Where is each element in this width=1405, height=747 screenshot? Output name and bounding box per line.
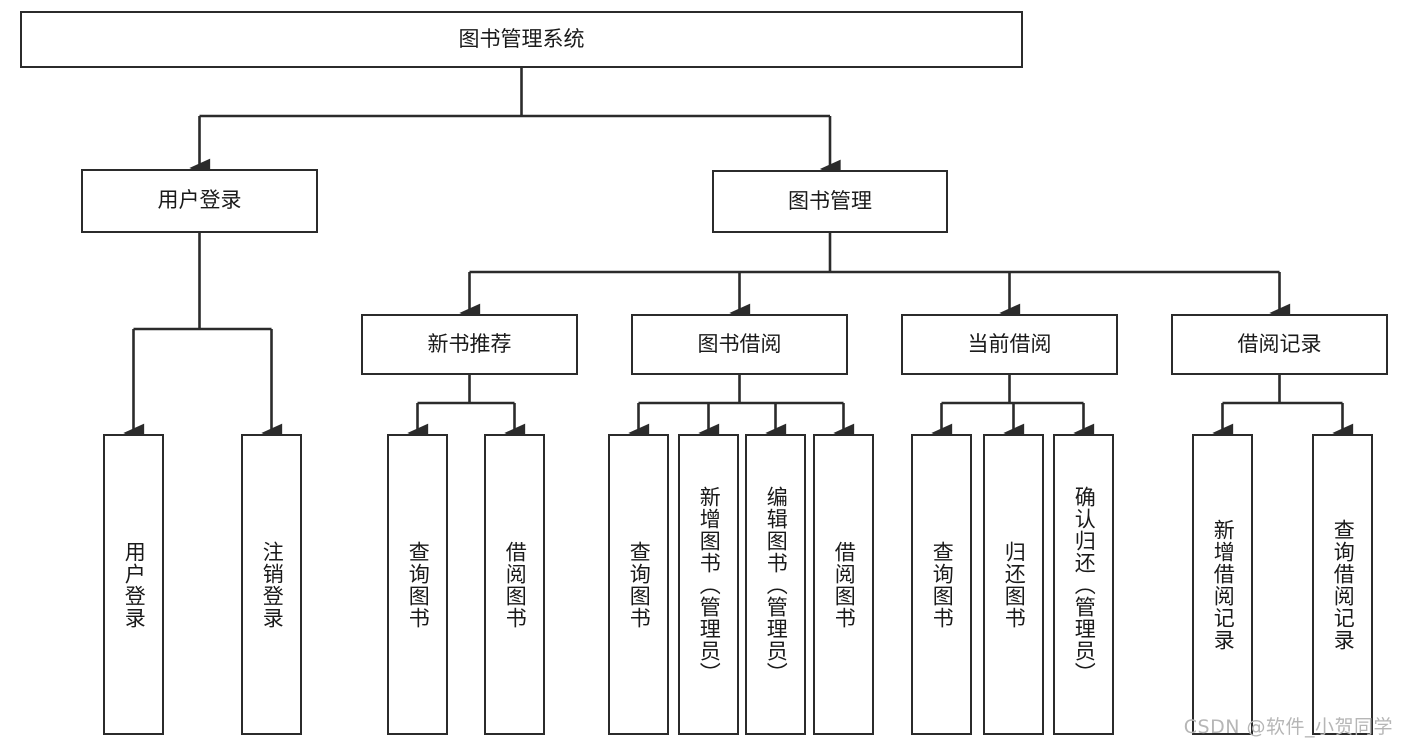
leaf-confirm-return[interactable]: 确认归还（管理员）: [1053, 434, 1114, 735]
leaf-return-book[interactable]: 归还图书: [983, 434, 1044, 735]
leaf-query-borrow-record[interactable]: 查询借阅记录: [1312, 434, 1373, 735]
leaf-query-book-2[interactable]: 查询图书: [608, 434, 669, 735]
leaf-user-login[interactable]: 用户登录: [103, 434, 164, 735]
node-user-login[interactable]: 用户登录: [81, 169, 318, 233]
node-root[interactable]: 图书管理系统: [20, 11, 1023, 68]
node-new-book-recommend[interactable]: 新书推荐: [361, 314, 578, 375]
leaf-edit-book[interactable]: 编辑图书（管理员）: [745, 434, 806, 735]
leaf-add-borrow-record[interactable]: 新增借阅记录: [1192, 434, 1253, 735]
node-book-manage[interactable]: 图书管理: [712, 170, 948, 233]
leaf-add-book[interactable]: 新增图书（管理员）: [678, 434, 739, 735]
leaf-borrow-book-1[interactable]: 借阅图书: [484, 434, 545, 735]
node-current-borrow[interactable]: 当前借阅: [901, 314, 1118, 375]
node-book-borrow[interactable]: 图书借阅: [631, 314, 848, 375]
leaf-query-book-3[interactable]: 查询图书: [911, 434, 972, 735]
node-borrow-record[interactable]: 借阅记录: [1171, 314, 1388, 375]
leaf-query-book-1[interactable]: 查询图书: [387, 434, 448, 735]
leaf-borrow-book-2[interactable]: 借阅图书: [813, 434, 874, 735]
leaf-logout[interactable]: 注销登录: [241, 434, 302, 735]
